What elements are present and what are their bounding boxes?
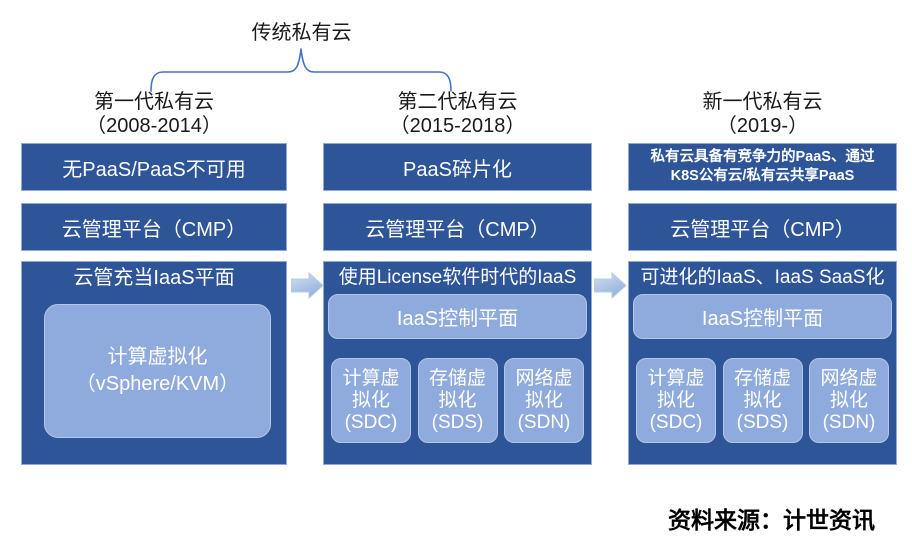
gen3-sds-line2: 拟化 (743, 389, 782, 411)
gen2-paas-box: PaaS碎片化 (323, 143, 592, 191)
gen3-sdn-box: 网络虚 拟化 (SDN) (809, 358, 889, 443)
gen1-compute-line1: 计算虚拟化 (107, 346, 208, 368)
gen3-sdc-box: 计算虚 拟化 (SDC) (636, 358, 716, 443)
gen2-sdc-line1: 计算虚 (342, 367, 400, 389)
data-source-credit: 资料来源：计世资讯 (668, 507, 875, 533)
gen1-compute-virtualization-box: 计算虚拟化 （vSphere/KVM） (44, 304, 271, 438)
gen3-iaas-title: 可进化的IaaS、IaaS SaaS化 (640, 267, 885, 288)
gen2-sdc-line3: (SDC) (344, 411, 398, 433)
gen3-paas-box: 私有云具备有竞争力的PaaS、通过 K8S公有云/私有云共享PaaS (628, 143, 897, 191)
gen3-sdc-line2: 拟化 (656, 389, 695, 411)
gen3-sdn-line2: 拟化 (829, 389, 868, 411)
gen2-sdc-box: 计算虚 拟化 (SDC) (331, 358, 411, 443)
gen3-sds-line1: 存储虚 (733, 367, 791, 389)
gen2-sdc-line2: 拟化 (351, 389, 390, 411)
gen3-cmp-box: 云管理平台（CMP） (628, 203, 897, 251)
gen2-iaas-title: 使用License软件时代的IaaS (338, 267, 577, 288)
gen2-sds-box: 存储虚 拟化 (SDS) (417, 358, 498, 443)
gen2-iaas-control-plane-label: IaaS控制平面 (396, 308, 519, 330)
diagram-title: 传统私有云 (251, 22, 352, 44)
gen2-virtualization-row: 计算虚 拟化 (SDC) 存储虚 拟化 (SDS) 网络虚 拟化 (SDN) (331, 358, 584, 443)
gen3-sdc-line1: 计算虚 (647, 367, 705, 389)
gen2-sds-line1: 存储虚 (428, 367, 486, 389)
gen3-iaas-control-plane-box: IaaS控制平面 (633, 294, 892, 339)
gen3-iaas-box: 可进化的IaaS、IaaS SaaS化 IaaS控制平面 计算虚 拟化 (SDC… (628, 261, 897, 465)
gen1-compute-line2: （vSphere/KVM） (75, 373, 240, 395)
gen2-cmp-box: 云管理平台（CMP） (323, 203, 592, 251)
gen3-sds-box: 存储虚 拟化 (SDS) (722, 358, 803, 443)
gen1-header-years: （2008-2014） (86, 115, 222, 137)
gen1-iaas-title: 云管充当IaaS平面 (73, 267, 235, 289)
gen1-paas-box: 无PaaS/PaaS不可用 (21, 143, 287, 191)
gen2-iaas-control-plane-box: IaaS控制平面 (328, 294, 587, 339)
gen3-paas-line2: K8S公有云/私有云共享PaaS (670, 168, 855, 184)
gen2-paas-label: PaaS碎片化 (403, 158, 512, 181)
gen2-header: 第二代私有云 （2015-2018） (323, 90, 592, 138)
arrow-gen2-to-gen3-icon (594, 272, 627, 299)
gen2-header-years: （2015-2018） (389, 115, 526, 137)
gen2-sds-line2: 拟化 (438, 389, 477, 411)
gen2-sdn-line2: 拟化 (524, 389, 563, 411)
gen2-sdn-box: 网络虚 拟化 (SDN) (504, 358, 584, 443)
gen3-sdn-line1: 网络虚 (820, 367, 878, 389)
gen3-header-years: （2019-） (716, 115, 809, 137)
gen2-sdn-line3: (SDN) (517, 411, 571, 433)
gen2-cmp-label: 云管理平台（CMP） (365, 218, 550, 241)
gen3-virtualization-row: 计算虚 拟化 (SDC) 存储虚 拟化 (SDS) 网络虚 拟化 (SDN) (636, 358, 889, 443)
arrow-gen1-to-gen2-icon (291, 272, 324, 299)
gen1-cmp-label: 云管理平台（CMP） (61, 218, 247, 241)
gen1-header: 第一代私有云 （2008-2014） (21, 90, 287, 138)
gen3-sdn-line3: (SDN) (822, 411, 876, 433)
gen3-paas-line1: 私有云具备有竞争力的PaaS、通过 (650, 149, 875, 165)
brace-icon (150, 48, 452, 92)
gen3-header-name: 新一代私有云 (702, 91, 823, 113)
gen1-paas-label: 无PaaS/PaaS不可用 (62, 158, 246, 181)
gen2-sdn-line1: 网络虚 (515, 367, 573, 389)
gen3-iaas-control-plane-label: IaaS控制平面 (701, 308, 824, 330)
gen3-header: 新一代私有云 （2019-） (628, 90, 897, 138)
gen2-sds-line3: (SDS) (431, 411, 484, 433)
gen3-sds-line3: (SDS) (736, 411, 789, 433)
gen1-cmp-box: 云管理平台（CMP） (21, 203, 287, 251)
gen2-iaas-box: 使用License软件时代的IaaS IaaS控制平面 计算虚 拟化 (SDC)… (323, 261, 592, 465)
gen1-iaas-box: 云管充当IaaS平面 计算虚拟化 （vSphere/KVM） (21, 261, 287, 465)
gen3-cmp-label: 云管理平台（CMP） (670, 218, 855, 241)
gen2-header-name: 第二代私有云 (397, 91, 518, 113)
gen1-header-name: 第一代私有云 (94, 91, 214, 113)
gen3-sdc-line3: (SDC) (649, 411, 703, 433)
